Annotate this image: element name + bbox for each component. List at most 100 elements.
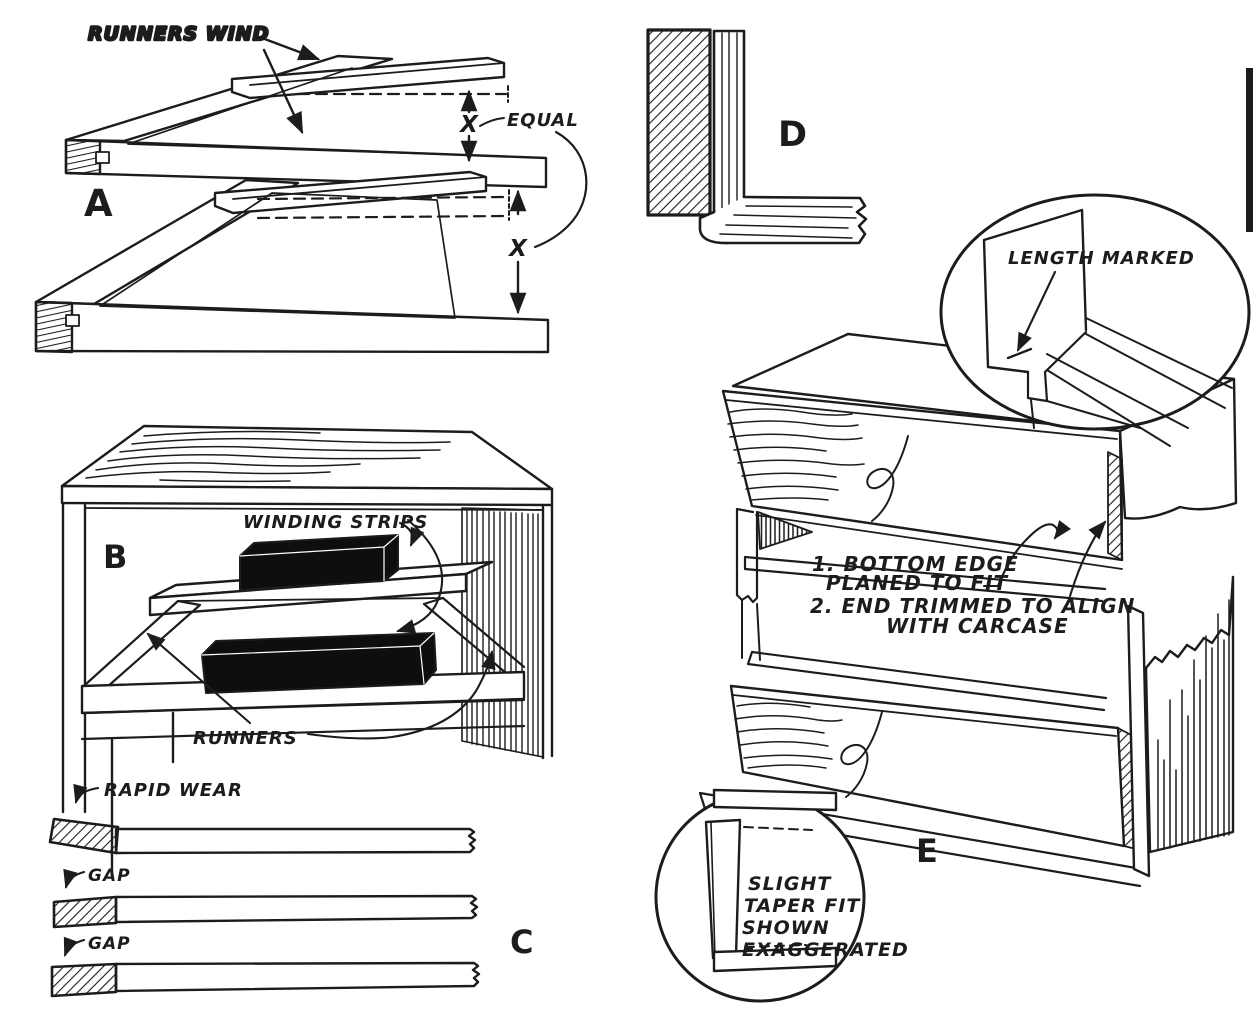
gap-arrow-1 (63, 868, 86, 890)
grain-line (727, 420, 859, 428)
kicker-hatch-triangle (757, 511, 813, 550)
frame-lower-dashed-lines (256, 195, 508, 220)
runners-wind-label: RUNNERS WIND (88, 23, 269, 45)
top-rail (712, 788, 838, 812)
frame-lower-front-rail (34, 300, 550, 354)
frame-upper-runner-edge (249, 62, 505, 86)
grain-line (741, 472, 837, 478)
grain-line (736, 728, 825, 734)
section-d-corner-section: D (646, 28, 868, 245)
runners-wind-arrow-2 (262, 48, 304, 135)
frame-lower-inner-edges (99, 192, 456, 319)
runners-arrow-left (146, 632, 252, 725)
middle-rails-upper (743, 555, 1107, 603)
fit-note-line-1: 1. BOTTOM EDGE (812, 552, 1019, 576)
x-mark-lower: X (507, 236, 528, 262)
winding-strip-lower-edges (201, 632, 435, 685)
gap-label-upper: GAP (88, 866, 131, 886)
length-marked-label: LENGTH MARKED (1008, 248, 1195, 269)
carcase-rails-behind (1030, 317, 1233, 447)
grain-line (1157, 599, 1230, 851)
section-c-worn-runners: RAPID WEAR GAP GAP C (48, 780, 533, 998)
grain-line (119, 445, 441, 453)
section-a-winding-frames: RUNNERS WIND EQUAL X X A (34, 22, 588, 354)
upper-drawer-bottom-edge-line (755, 514, 1123, 570)
gap-arrow-2 (63, 936, 86, 957)
winding-strip-upper (239, 534, 399, 591)
top-rail-dashed (743, 826, 813, 831)
top-board-grain-lines (85, 430, 451, 483)
grain-line (739, 741, 829, 747)
carcase-top-front-edge (60, 484, 554, 507)
rapid-wear-label: RAPID WEAR (104, 780, 243, 801)
runner-bar-3 (114, 961, 481, 993)
section-c-label: C (510, 923, 533, 961)
upper-drawer-grain-lines (727, 408, 865, 501)
worn-block-2 (52, 895, 118, 929)
grain-line (743, 754, 833, 760)
right-panel-grain-lines (1157, 599, 1230, 851)
middle-rails-lower (746, 650, 1108, 712)
winding-strips-label: WINDING STRIPS (243, 512, 428, 533)
taper-note-line-4: EXAGGERATED (742, 939, 909, 961)
length-marked-arrow (1016, 270, 1057, 352)
runners-arrow-right (306, 649, 496, 740)
runner-bar-1 (114, 827, 477, 855)
frame-lower-runner-edge (232, 176, 487, 200)
section-b-label: B (103, 538, 127, 576)
grain-line (85, 470, 331, 479)
grain-line (159, 479, 291, 483)
grain-line (729, 408, 853, 416)
equal-pointer-curve-small (479, 117, 505, 127)
grain-line (747, 764, 827, 769)
tapered-side-inner-line (710, 822, 716, 958)
section-b-carcase: WINDING STRIPS RUNNERS B (60, 424, 554, 880)
frame-lower-groove-notch (65, 314, 80, 327)
carcase-side-section-hatched (646, 28, 712, 217)
carcase-right-panel-outline (461, 507, 544, 758)
worn-block-3 (50, 962, 118, 998)
upper-drawer-end-grain (1107, 451, 1123, 561)
left-runner (84, 599, 202, 690)
runners-wind-arrow-1 (260, 36, 321, 61)
board-tenon-step (1026, 330, 1088, 403)
back-rail-line (177, 597, 444, 602)
right-side-panel (1144, 575, 1235, 854)
taper-note-line-2: TAPER FIT (744, 895, 861, 917)
length-marked-callout: LENGTH MARKED (939, 193, 1251, 447)
fit-note-arrow-2 (1068, 520, 1107, 598)
drawer-bottom-board (698, 195, 868, 245)
frame-lower-edges (80, 698, 526, 741)
section-d-label: D (778, 115, 807, 155)
fit-note-line-2: PLANED TO FIT (826, 571, 1009, 595)
equal-pointer-curve-large (533, 130, 588, 249)
winding-strip-upper-edges (239, 534, 399, 582)
carcase-legs (110, 711, 175, 880)
carcase-right-front-edge (541, 503, 554, 760)
right-runner (422, 596, 526, 675)
grain-line (466, 509, 539, 757)
runner-bar-2 (114, 894, 479, 924)
lower-drawer-grain-lines (734, 702, 843, 769)
grain-line (737, 459, 865, 466)
drawer-side-board (982, 208, 1088, 374)
bottom-rail-dashed (744, 944, 807, 948)
carcase-left-side (61, 501, 87, 814)
grain-line (751, 497, 829, 501)
gap-label-lower: GAP (88, 934, 131, 954)
frame-upper-endgrain (64, 138, 102, 176)
fit-note-line-3: 2. END TRIMMED TO ALIGN (810, 594, 1135, 618)
frame-upper-inner-edge (127, 67, 467, 156)
taper-note-line-3: SHOWN (742, 917, 830, 939)
frame-lower-endgrain (34, 300, 74, 354)
upper-box-right-face (1118, 377, 1238, 520)
grain-line (733, 446, 827, 452)
section-e-label: E (916, 832, 938, 870)
drawer-side-grain (721, 31, 738, 209)
page-edge-mark (1246, 68, 1253, 232)
frame-upper-groove-notch (95, 151, 110, 164)
winding-strips-arrow-1 (398, 521, 425, 547)
runners-label: RUNNERS (193, 728, 298, 749)
grain-line (131, 437, 451, 445)
fit-note-arrow-1 (982, 520, 1071, 588)
